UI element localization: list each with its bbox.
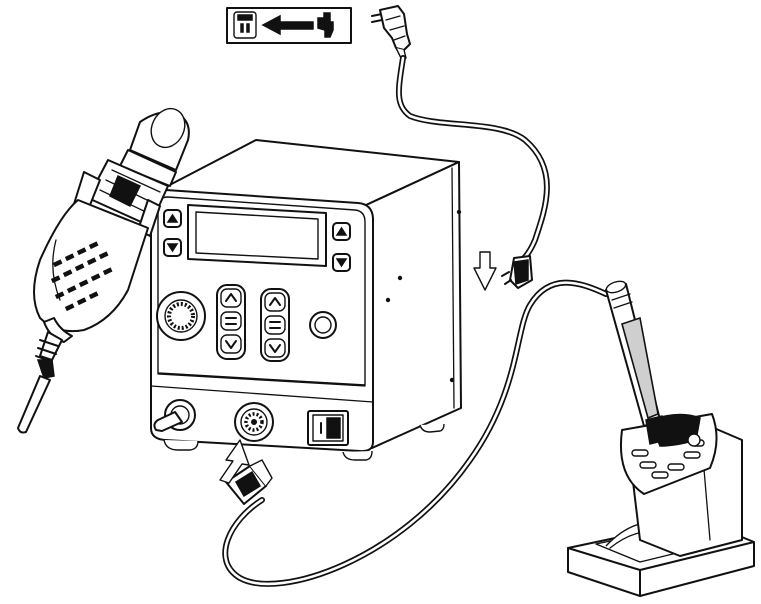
lcd-display xyxy=(187,204,327,267)
iron-cable-plug xyxy=(225,459,273,505)
temperature-buttons[interactable] xyxy=(260,288,290,362)
power-plug xyxy=(371,5,411,61)
right-down-button[interactable] xyxy=(332,253,351,272)
plug-icon xyxy=(317,12,334,38)
iron-socket[interactable] xyxy=(234,402,274,442)
socket-icon xyxy=(233,11,257,39)
arrow-left-icon xyxy=(261,14,314,36)
gun-holder-peg xyxy=(153,399,196,432)
iron-stand xyxy=(567,413,755,597)
left-down-button[interactable] xyxy=(163,238,182,257)
soldering-iron xyxy=(605,280,667,445)
right-up-button[interactable] xyxy=(332,222,351,241)
power-cord xyxy=(395,55,550,265)
air-flow-buttons[interactable] xyxy=(216,284,246,360)
hot-air-gun xyxy=(17,107,190,434)
adjustment-knob[interactable] xyxy=(156,291,206,341)
arrow-down-icon xyxy=(473,251,497,291)
iron-knob[interactable] xyxy=(309,311,337,339)
arrow-up-icon xyxy=(219,439,250,484)
plug-in-icon-box xyxy=(226,7,352,44)
soldering-station xyxy=(150,139,462,461)
left-up-button[interactable] xyxy=(163,209,182,228)
iron-cable xyxy=(222,279,609,587)
power-connector xyxy=(501,255,533,289)
power-switch[interactable] xyxy=(307,410,349,446)
